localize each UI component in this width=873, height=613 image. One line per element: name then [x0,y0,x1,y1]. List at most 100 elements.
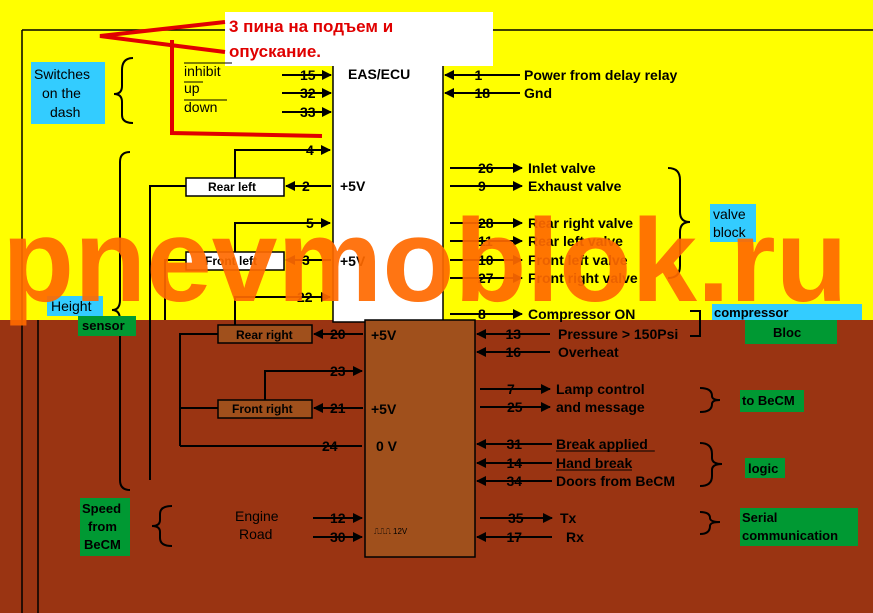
pin-14: 14 [507,455,523,471]
pin-3: 3 [302,252,310,268]
sensor-front-right-label: Front right [232,402,293,416]
ecu-wave: ⎍⎍⎍ 12V [374,527,408,536]
compressor-tag [745,320,837,344]
pin-21: 21 [330,400,346,416]
pin-4: 4 [306,142,314,158]
pin-7: 7 [507,381,515,397]
pin-28: 28 [478,215,494,231]
switches-line-2: on the [42,85,81,101]
compressor-line-2: Bloc [773,325,801,340]
serial-line-1: Serial [742,510,777,525]
pin-11-label: Rear left valve [528,233,623,249]
pin-12: 12 [330,510,346,526]
pin-5: 5 [306,215,314,231]
switches-line-3: dash [50,104,80,120]
sensor-tag [78,316,136,336]
ecu-supply-21: +5V [371,401,397,417]
sensor-rear-left-label: Rear left [208,180,256,194]
speed-line-3: BeCM [84,537,121,552]
sensor-front-right [217,399,313,419]
compressor-brace [690,310,701,337]
compressor-line-1: compressor [714,305,788,320]
ecu-supply-2: +5V [340,178,366,194]
pin-31: 31 [507,436,523,452]
pin-9: 9 [478,178,486,194]
becm-tag [740,390,804,412]
pin-33: 33 [300,104,316,120]
height-tag [47,296,103,316]
pin-13-label: Pressure > 150Psi [558,326,678,342]
switch-inhibit: inhibit [184,63,221,79]
pin-27-label: Front right valve [528,270,638,286]
pin-26: 26 [478,160,494,176]
valve-line-2: block [713,224,747,240]
ecu-box-lower [364,319,476,558]
compressor-tag-top [712,304,862,320]
pin-11: 11 [478,233,493,249]
pin-25: 25 [507,399,523,415]
note-arrow [99,20,323,138]
pin-34-label: Doors from BeCM [556,473,675,489]
pin-25-label: and message [556,399,645,415]
wire-22 [234,292,331,335]
pin-17-label: Rx [566,529,584,545]
pin-17: 17 [507,529,523,545]
pin-35: 35 [508,510,524,526]
valve-tag [710,204,756,242]
pin-18: 18 [475,85,491,101]
note-box [225,12,493,66]
switch-down: down [184,99,217,115]
serial-tag [740,508,858,546]
speed-line-2: from [88,519,117,534]
pin-26-label: Inlet valve [528,160,596,176]
pin-24: 24 [322,438,338,454]
pin-30: 30 [330,529,346,545]
sensor-rear-right-label: Rear right [236,328,293,342]
ecu-title: EAS/ECU [348,66,410,82]
ecu-supply-20: +5V [371,327,397,343]
pin-8: 8 [478,306,486,322]
sensor-label: sensor [82,318,125,333]
valve-line-1: valve [713,206,746,222]
note-line-1: 3 пина на подъем и [229,17,393,36]
height-brace [111,151,131,491]
pin-10-label: Front left valve [528,252,628,268]
pin-16-label: Overheat [558,344,619,360]
wire-5 [234,218,331,260]
becm-brace [699,387,721,413]
logic-tag [745,458,785,478]
switches-tag [31,62,105,124]
sensor-front-left [185,251,285,271]
logic-label: logic [748,461,778,476]
pin-8-label: Compressor ON [528,306,635,322]
speed-brace [151,505,173,547]
pin-32: 32 [300,85,316,101]
serial-line-2: communication [742,528,838,543]
ecu-ground-24: 0 V [376,438,398,454]
pin-9-label: Exhaust valve [528,178,622,194]
engine-label: Engine [235,508,279,524]
pin-16: 16 [506,344,522,360]
pin-34: 34 [507,473,523,489]
pin-23: 23 [330,363,346,379]
note-line-2: опускание. [229,42,321,61]
valve-brace [667,167,691,279]
watermark: pnevmoblok.ru [2,195,848,327]
pin-2: 2 [302,178,310,194]
sensor-rear-right [217,324,313,344]
pin-10: 10 [478,252,494,268]
pin-28-label: Rear right valve [528,215,633,231]
becm-label: to BeCM [742,393,795,408]
height-label: Height [51,298,92,314]
pin-27: 27 [478,270,494,286]
wire-23 [264,366,363,408]
pin-18-label: Gnd [524,85,552,101]
ecu-supply-3: +5V [340,253,366,269]
wire-4 [234,145,331,186]
pin-35-label: Tx [560,510,577,526]
pin-13: 13 [506,326,522,342]
pin-15: 15 [300,67,316,83]
